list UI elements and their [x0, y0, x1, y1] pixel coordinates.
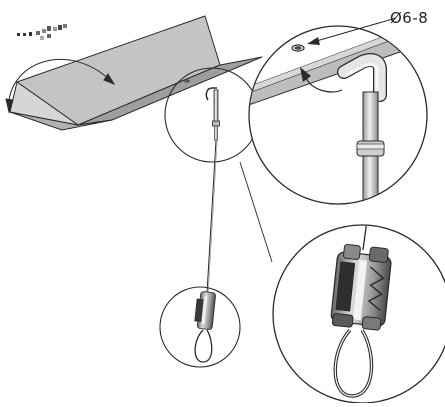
angle-arc: [5, 58, 116, 114]
small-hook-rod: [205, 87, 220, 141]
small-wire-loop: [194, 329, 213, 363]
large-detail-hook: [248, 25, 428, 205]
diameter-callout: [307, 17, 397, 45]
steel-wire: [206, 139, 218, 294]
blurred-label-mark: [17, 24, 67, 40]
profile-hole: [184, 79, 190, 83]
detail-circle-hook: [164, 67, 260, 163]
small-gripper: [194, 291, 216, 330]
large-detail-gripper: [272, 224, 445, 404]
diameter-label: Ø6-8: [390, 9, 429, 27]
ceiling-profile: [9, 15, 263, 131]
detail-circle-gripper: [159, 286, 241, 368]
insertion-arrow: [305, 77, 343, 93]
